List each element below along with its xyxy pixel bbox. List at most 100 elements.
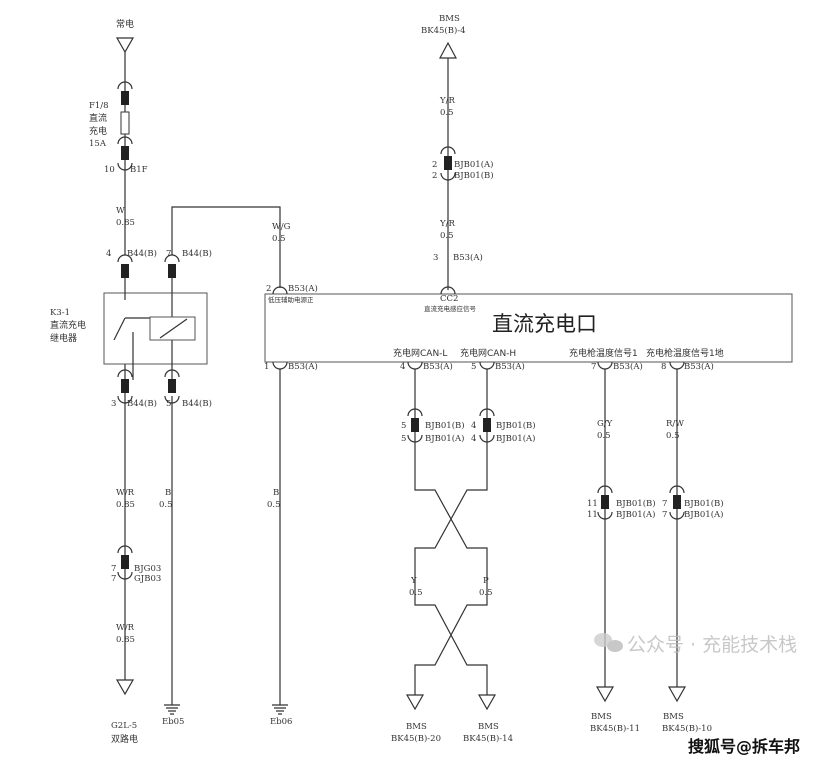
bjb-pin: 11 <box>587 499 598 509</box>
relay-connector: B44(B) <box>127 248 157 259</box>
fuse-name-2: 充电 <box>89 125 107 137</box>
wire-color: R/W <box>666 419 684 429</box>
port-connector: B53(A) <box>423 361 453 372</box>
port-connector: B53(A) <box>453 252 483 263</box>
wire-size: 0.5 <box>440 108 454 118</box>
ground-icon <box>272 369 288 715</box>
wire-color: G/Y <box>597 419 613 429</box>
output-triangle-icon <box>439 41 457 59</box>
port-pin: 5 <box>471 362 476 372</box>
bjb-pin: 4 <box>471 434 476 444</box>
wire-size: 0.5 <box>597 431 611 441</box>
wire-color: W/G <box>272 222 291 232</box>
bms-label: BMS <box>406 722 427 732</box>
bjb-connector: BJB01(B) <box>496 420 536 431</box>
bjb-pin: 4 <box>471 421 476 431</box>
bms-pin: BK45(B)-10 <box>662 723 712 734</box>
constant-power-source: 常电 <box>115 18 135 54</box>
bjb-connector: BJB01(A) <box>684 509 724 520</box>
wechat-watermark-text: 公众号 · 充能技术栈 <box>627 634 797 656</box>
wire-color: W/R <box>116 623 135 633</box>
output-triangle-icon <box>115 679 135 696</box>
bjb-pin: 5 <box>401 434 406 444</box>
wire-color: B <box>273 488 279 498</box>
bjb-connector: BJB01(B) <box>616 498 656 509</box>
bjb-connector: BJB01(A) <box>425 433 465 444</box>
fuse-label: F1/8 直流 充电 15A 10 B1F <box>89 101 148 175</box>
port-pin: 2 <box>266 284 271 294</box>
bjb-connector: BJB01(B) <box>425 420 465 431</box>
bjb-connector: BJB01(A) <box>496 433 536 444</box>
port-pin: 7 <box>591 362 596 372</box>
bms-label: BMS <box>591 712 612 722</box>
g2l-label: G2L-5 <box>111 721 137 731</box>
sohu-watermark-text: 搜狐号@拆车邦 <box>688 737 800 756</box>
relay-k3-1: K3-1 直流充电 继电器 <box>50 278 208 380</box>
wire-size: 0.5 <box>666 431 680 441</box>
power-triangle-icon <box>115 37 135 54</box>
output-triangle-icon <box>595 686 687 703</box>
ground-label: Eb06 <box>270 717 292 727</box>
wire-color: W <box>116 206 125 216</box>
port-pin: 8 <box>661 362 666 372</box>
fuse-name-1: 直流 <box>89 112 107 124</box>
wire-size: 0.85 <box>116 218 135 228</box>
fuse-pin: 10 <box>104 165 115 175</box>
wire-color: Y <box>410 576 417 586</box>
bms-label: BMS <box>663 712 684 722</box>
wire-wg <box>171 206 281 288</box>
wire-color: P <box>483 576 489 586</box>
pin2-label: 低压辅助电源正 <box>268 295 314 304</box>
wire-color: B <box>165 488 171 498</box>
wire-size: 0.5 <box>159 500 173 510</box>
power-label: 常电 <box>116 18 134 30</box>
relay-pin: 7 <box>166 249 171 259</box>
output-triangle-icon <box>405 694 497 711</box>
bms-pin: BK45(B)-14 <box>463 733 513 744</box>
fuse-connector: B1F <box>130 165 148 175</box>
can-h-label: 充电网CAN-H <box>460 347 516 359</box>
fuse-id: F1/8 <box>89 101 109 111</box>
relay-name: 继电器 <box>50 332 77 344</box>
bjb-connector: BJB01(B) <box>454 170 494 181</box>
bms-pin: BK45(B)-20 <box>391 733 441 744</box>
relay-connector: B44(B) <box>127 398 157 409</box>
bms-label: BMS <box>439 14 460 24</box>
dc-charge-port-title: 直流充电口 <box>492 312 597 336</box>
wire-size: 0.5 <box>440 231 454 241</box>
bjb-connector: BJB01(A) <box>454 159 494 170</box>
port-pin: 3 <box>433 253 438 263</box>
fuse-rating: 15A <box>89 139 107 149</box>
can-twisted-pair <box>414 369 488 695</box>
bjb-connector: BJB01(B) <box>684 498 724 509</box>
bjg-connector: GJB03 <box>134 574 161 584</box>
relay-connector: B44(B) <box>182 398 212 409</box>
fuse-icon <box>120 111 130 135</box>
wire-color: W/R <box>116 488 135 498</box>
wire-size: 0.5 <box>409 588 423 598</box>
can-l-label: 充电网CAN-L <box>393 347 447 359</box>
wire-size: 0.85 <box>116 635 135 645</box>
port-connector: B53(A) <box>288 361 318 372</box>
port-connector: B53(A) <box>613 361 643 372</box>
relay-name: 直流充电 <box>50 319 86 331</box>
bjb-pin: 5 <box>401 421 406 431</box>
ground-icon <box>164 396 180 715</box>
bjb-pin: 2 <box>432 160 437 170</box>
dc-charge-port-box <box>264 293 793 363</box>
port-connector: B53(A) <box>288 283 318 294</box>
ground-label: Eb05 <box>162 717 184 727</box>
wire-size: 0.5 <box>479 588 493 598</box>
port-connector: B53(A) <box>495 361 525 372</box>
bjb-connector: BJB01(A) <box>616 509 656 520</box>
bjb-pin: 11 <box>587 510 598 520</box>
port-pin: 4 <box>400 362 405 372</box>
relay-id: K3-1 <box>50 308 70 318</box>
bms-pin: BK45(B)-11 <box>590 723 640 734</box>
wire-size: 0.85 <box>116 500 135 510</box>
cc2-description: 直流充电感应信号 <box>424 304 477 313</box>
port-pin: 1 <box>264 362 269 372</box>
relay-connector: B44(B) <box>182 248 212 259</box>
cc2-label: CC2 <box>440 294 458 304</box>
